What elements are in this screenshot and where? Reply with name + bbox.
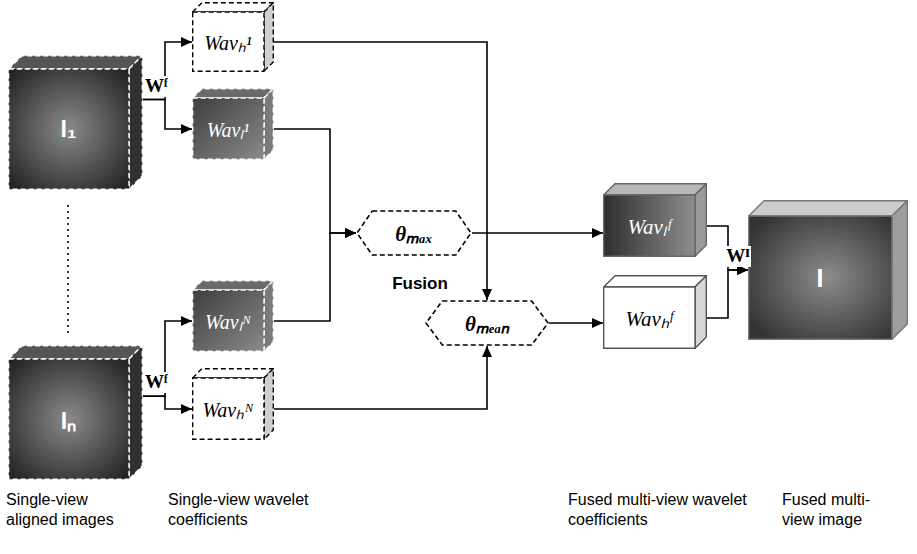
column-caption: Fused multi-view image: [782, 490, 902, 530]
face: I: [748, 216, 892, 340]
node-text: I: [817, 264, 824, 293]
column-caption: Single-view aligned images: [6, 490, 136, 530]
node-text: Wavₕᶠ: [625, 304, 672, 332]
data-cube: Wavₕᴺ: [192, 368, 274, 440]
node-text: Wavₗ¹: [207, 116, 250, 143]
face: Iₙ: [8, 359, 129, 480]
node-text: θₘₐₓ: [395, 219, 432, 247]
connector-arrow: [143, 321, 192, 396]
connector-arrow: [274, 346, 487, 409]
connector-arrow: [274, 129, 356, 233]
connector-arrow: [472, 232, 603, 234]
data-cube: Wavₗᴺ: [192, 280, 274, 352]
connector-arrow: [143, 396, 192, 409]
connector-arrow: [707, 270, 748, 318]
data-cube: I: [748, 200, 908, 340]
face: Wavₕᶠ: [603, 287, 695, 349]
face: Wavₗ¹: [192, 98, 264, 160]
node-text: Wavₕᴺ: [203, 396, 254, 423]
face: Wavₕ¹: [192, 12, 264, 72]
ellipsis-dots: [67, 205, 69, 335]
data-cube: Wavₕᶠ: [603, 275, 707, 349]
connector-arrow: [274, 233, 356, 321]
node-text: θₘₑₐₙ: [465, 309, 509, 337]
transform-label: Wᶠ: [144, 372, 169, 393]
node-text: Iₙ: [61, 404, 76, 436]
transform-label: Wᶠ: [144, 76, 169, 97]
connector-arrow: [549, 322, 603, 324]
node-text: Wavₗᶠ: [627, 212, 670, 240]
fusion-operator: θₘₐₓ: [356, 210, 472, 256]
face: Wavₕᴺ: [192, 378, 264, 440]
stage-label: Fusion: [380, 274, 460, 294]
fusion-operator: θₘₑₐₙ: [425, 300, 549, 346]
data-cube: I₁: [8, 55, 143, 190]
data-cube: Iₙ: [8, 345, 143, 480]
face: Wavₗᴺ: [192, 290, 264, 352]
cube-outline: [748, 200, 908, 340]
face: Wavₗᶠ: [603, 195, 695, 257]
column-caption: Single-view wavelet coefficients: [168, 490, 348, 530]
transform-label: Wᴵ: [725, 246, 751, 267]
face: θₘₑₐₙ: [425, 300, 549, 346]
node-text: Wavₕ¹: [204, 29, 252, 56]
column-caption: Fused multi-view wavelet coefficients: [568, 490, 758, 530]
data-cube: Wavₗ¹: [192, 88, 274, 160]
data-cube: Wavₕ¹: [192, 2, 274, 72]
face: θₘₐₓ: [356, 210, 472, 256]
node-text: I₁: [61, 116, 77, 143]
connector-arrow: [143, 42, 192, 100]
connector-arrow: [274, 42, 487, 300]
data-cube: Wavₗᶠ: [603, 183, 707, 257]
face: I₁: [8, 69, 129, 190]
node-text: Wavₗᴺ: [205, 308, 251, 335]
connector-arrow: [143, 100, 192, 129]
